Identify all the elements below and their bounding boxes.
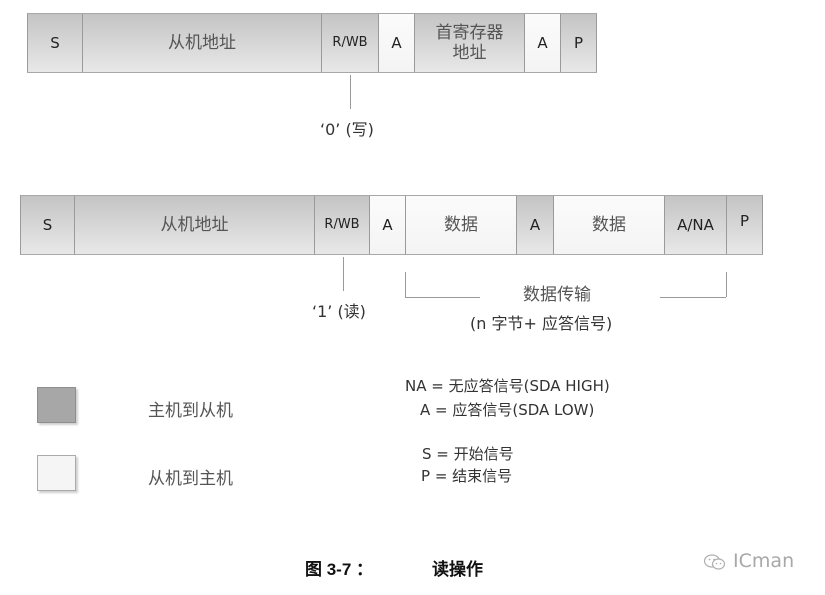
master-to-slave-swatch [37, 387, 76, 423]
data-transfer-title: 数据传输 [523, 285, 591, 305]
bracket-left-tick [405, 272, 406, 297]
ack-cell: A [369, 196, 405, 254]
ack-nack-cell: A/NA [664, 196, 726, 254]
master-to-slave-label: 主机到从机 [148, 401, 233, 421]
read-bit-annotation: ‘1’ (读) [312, 302, 366, 321]
figure-title: 读操作 [432, 560, 483, 579]
bracket-right-tick [726, 272, 727, 297]
watermark-text: ICman [733, 550, 795, 572]
start-cell: S [27, 14, 82, 72]
wechat-icon [703, 553, 727, 571]
data-transfer-subtitle: (n 字节+ 应答信号) [470, 314, 613, 333]
rw-bit-cell: R/WB [314, 196, 369, 254]
ack-cell: A [524, 14, 560, 72]
figure-number: 图 3-7 ： [305, 560, 374, 579]
read-data-frame: S 从机地址 R/WB A 数据 A 数据 A/NA P [20, 195, 763, 255]
register-address-line1: 首寄存器 [435, 23, 504, 43]
start-cell: S [20, 196, 74, 254]
rw-pointer-line [350, 75, 351, 109]
write-bit-annotation: ‘0’ (写) [320, 120, 374, 139]
stop-cell: P [726, 196, 763, 254]
slave-to-master-label: 从机到主机 [148, 469, 233, 489]
key-a: A = 应答信号(SDA LOW) [420, 401, 595, 419]
watermark: ICman [703, 550, 794, 572]
rw-pointer-line [343, 257, 344, 291]
register-address-line2: 地址 [452, 43, 487, 63]
ack-cell: A [516, 196, 553, 254]
write-address-frame: S 从机地址 R/WB A 首寄存器 地址 A P [27, 13, 597, 73]
slave-to-master-swatch [37, 455, 76, 491]
bracket-right-line [660, 297, 726, 298]
data-cell: 数据 [553, 196, 664, 254]
key-p: P = 结束信号 [421, 467, 513, 485]
key-na: NA = 无应答信号(SDA HIGH) [405, 377, 610, 395]
ack-cell: A [378, 14, 414, 72]
key-s: S = 开始信号 [422, 445, 514, 463]
bracket-left-line [405, 297, 480, 298]
data-cell: 数据 [405, 196, 516, 254]
rw-bit-cell: R/WB [321, 14, 378, 72]
slave-address-cell: 从机地址 [74, 196, 314, 254]
stop-cell: P [560, 14, 597, 72]
slave-address-cell: 从机地址 [82, 14, 321, 72]
register-address-cell: 首寄存器 地址 [414, 14, 524, 72]
